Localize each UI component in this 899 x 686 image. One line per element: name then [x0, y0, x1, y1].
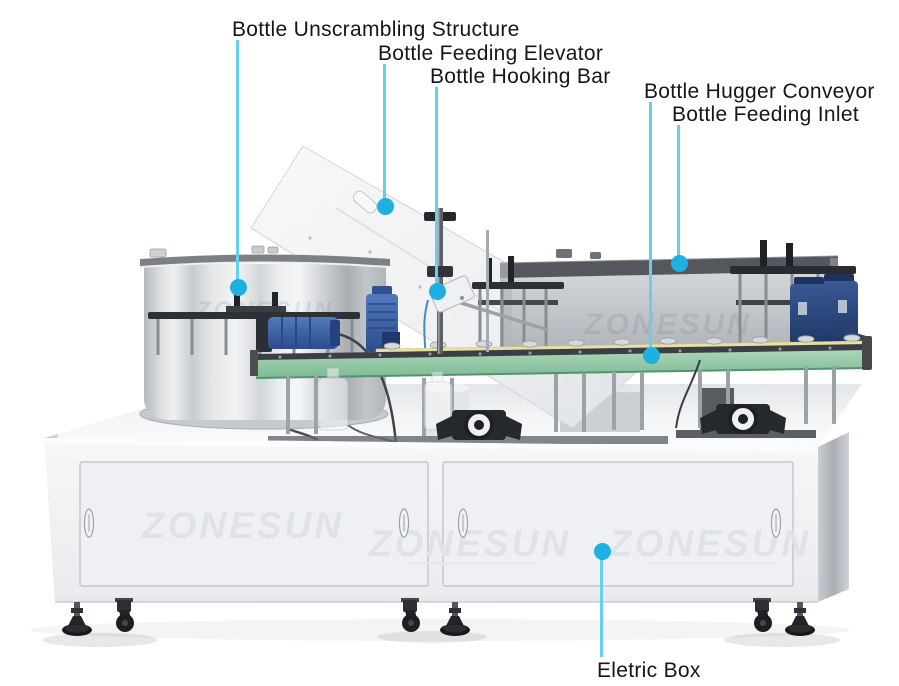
- bottle-pucks: [383, 334, 861, 350]
- ground-shadow: [30, 619, 850, 647]
- callout-dot-electric-box: [593, 542, 611, 560]
- housing-watermark: ZONESUN: [583, 308, 752, 341]
- label-bottle-hooking-bar: Bottle Hooking Bar: [430, 65, 611, 88]
- callout-dot-inlet: [670, 254, 688, 272]
- door-handle: [770, 508, 782, 538]
- callout-dot-elevator: [376, 197, 394, 215]
- callout-line-hooking-bar: [435, 87, 438, 284]
- conveyor-supports: [268, 359, 836, 444]
- label-electric-box: Eletric Box: [597, 659, 701, 682]
- door-handle: [457, 508, 469, 538]
- cabinet-watermark: ZONESUN: [368, 523, 571, 564]
- callout-dot-hugger: [642, 346, 660, 364]
- conveyor-drive-motors: [786, 274, 866, 352]
- door-handle: [83, 508, 95, 538]
- callout-line-hugger: [649, 102, 652, 348]
- cabinet-door-right: [442, 461, 794, 587]
- bottle-hooking-bar: [424, 208, 549, 354]
- callout-line-electric-box: [600, 557, 603, 657]
- callout-dot-unscrambling: [229, 278, 247, 296]
- conveyor-end-cap: [862, 336, 872, 370]
- label-bottle-feeding-inlet: Bottle Feeding Inlet: [672, 103, 859, 126]
- bearing-block: [700, 404, 786, 434]
- callout-line-elevator: [383, 64, 386, 199]
- label-bottle-unscrambling-structure: Bottle Unscrambling Structure: [232, 18, 520, 41]
- transparent-bottles: [317, 367, 453, 431]
- callout-line-unscrambling: [235, 40, 239, 280]
- elevator-handle-cutout: [352, 190, 378, 214]
- door-handle: [398, 508, 410, 538]
- electric-box-cabinet: ZONESUN ZONESUN ZONESUN: [45, 432, 849, 603]
- callout-dot-hooking-bar: [428, 282, 446, 300]
- bearing-block: [436, 410, 522, 440]
- label-bottle-feeding-elevator: Bottle Feeding Elevator: [378, 42, 604, 65]
- callout-line-inlet: [677, 125, 680, 256]
- cabinet-watermark: ZONESUN: [141, 505, 344, 546]
- cabinet-door-left: [79, 461, 429, 587]
- label-bottle-hugger-conveyor: Bottle Hugger Conveyor: [644, 80, 875, 103]
